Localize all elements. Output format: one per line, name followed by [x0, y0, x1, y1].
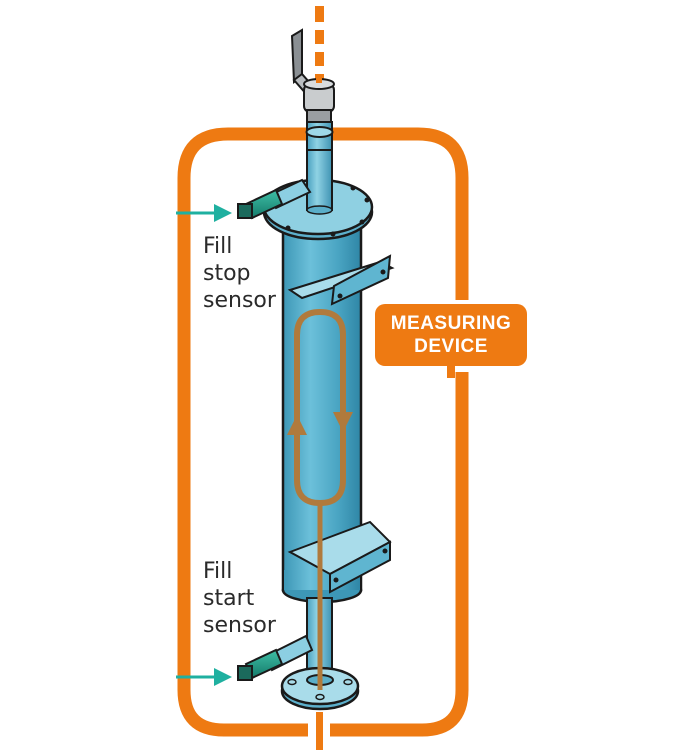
ball-valve — [290, 28, 335, 125]
badge-line: MEASURING — [390, 313, 512, 334]
lower-mounting-bracket — [287, 520, 392, 594]
badge-line: DEVICE — [414, 336, 488, 357]
fill-stop-sensor-label: Fill stop sensor — [203, 233, 276, 314]
outlet-dashed-line — [315, 6, 324, 82]
measuring-device-badge: MEASURING DEVICE — [375, 304, 527, 366]
upper-mounting-bracket — [287, 254, 395, 306]
label-line: stop — [203, 261, 251, 286]
fill-start-sensor — [237, 634, 314, 681]
fill-stop-sensor — [237, 178, 312, 220]
label-line: Fill — [203, 559, 233, 584]
label-line: sensor — [203, 613, 276, 638]
inlet-line — [316, 712, 323, 750]
fill-start-sensor-label: Fill start sensor — [203, 558, 276, 639]
flow-loop — [287, 308, 353, 690]
flow-arrow-down — [333, 412, 353, 432]
boundary-loop — [177, 127, 469, 737]
label-line: start — [203, 586, 255, 611]
flow-arrow-up — [287, 415, 307, 435]
fill-stop-arrow — [176, 204, 232, 222]
fill-start-arrow — [176, 668, 232, 686]
label-line: sensor — [203, 288, 276, 313]
label-line: Fill — [203, 234, 233, 259]
